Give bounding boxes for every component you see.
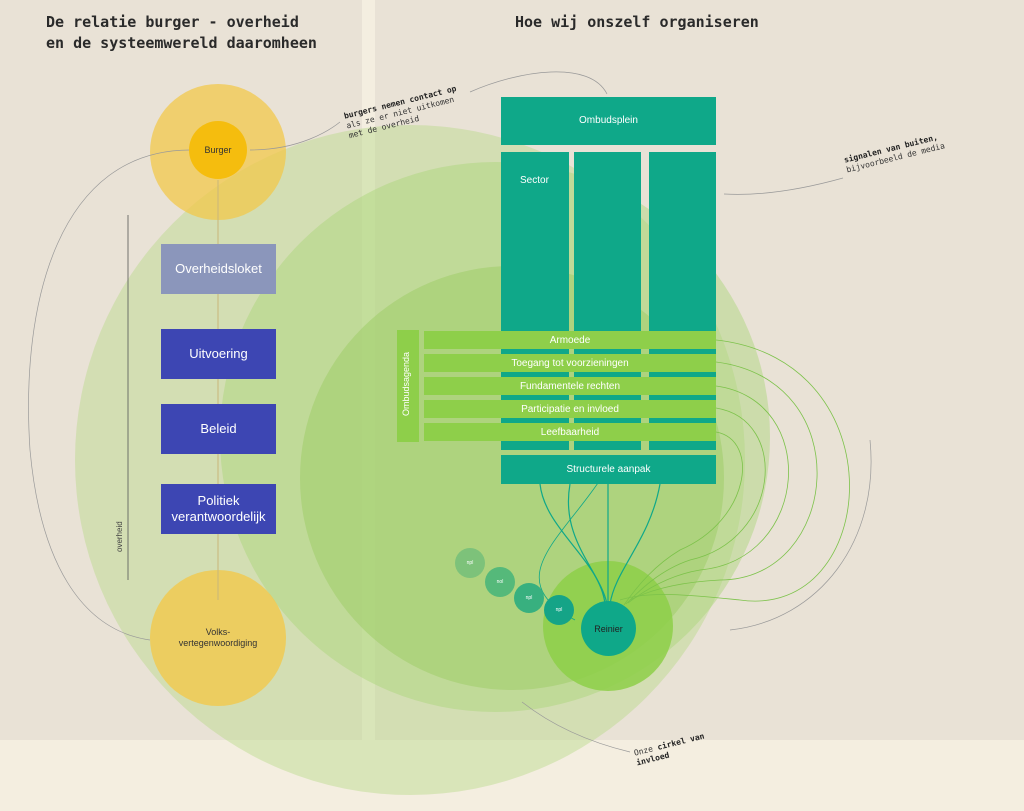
- burger-note-connector: [249, 121, 341, 151]
- small-circle-3-label: npl: [525, 595, 533, 601]
- small-circle-3: npl: [514, 583, 544, 613]
- small-circle-4-label: npl: [555, 607, 563, 613]
- overheidsloket-box: Overheidsloket: [161, 244, 276, 294]
- outer-signal-loop: [729, 439, 872, 631]
- struct-line-2: [567, 483, 608, 605]
- theme-loop-3: [627, 385, 789, 604]
- small-circle-4: npl: [544, 595, 574, 625]
- theme-leefbaarheid: Leefbaarheid: [424, 423, 716, 441]
- theme-loop-4: [625, 407, 766, 605]
- uitvoering-label: Uitvoering: [189, 346, 248, 361]
- overheid-label: overheid: [115, 521, 124, 552]
- struct-line-4: [609, 483, 661, 605]
- structurele-aanpak-label: Structurele aanpak: [566, 463, 651, 475]
- beleid-box: Beleid: [161, 404, 276, 454]
- burger-circle: Burger: [189, 121, 247, 179]
- volks-label-2: vertegenwoordiging: [178, 638, 258, 648]
- theme-armoede: Armoede: [424, 331, 716, 349]
- ombudsagenda-bar: Ombudsagenda: [397, 330, 419, 442]
- ombudsplein-connector: [469, 71, 608, 95]
- structurele-aanpak-box: Structurele aanpak: [501, 455, 716, 484]
- small-circle-2-label: nol: [496, 579, 504, 585]
- theme-loop-2: [629, 361, 818, 601]
- small-circle-2: nol: [485, 567, 515, 597]
- ombudsplein-box: Ombudsplein: [501, 97, 716, 145]
- reinier-label: Reinier: [594, 623, 623, 634]
- politiek-label-1: Politiek: [197, 493, 240, 508]
- burger-label: Burger: [204, 145, 232, 155]
- sector-label: Sector: [520, 175, 549, 186]
- theme-fundamentele-rechten: Fundamentele rechten: [424, 377, 716, 395]
- signalen-connector: [723, 177, 844, 195]
- theme-loop-5: [623, 431, 743, 606]
- ombudsagenda-label: Ombudsagenda: [401, 351, 411, 416]
- reinier-circle: Reinier: [581, 601, 636, 656]
- left-heading-line-1: De relatie burger - overheid: [46, 13, 299, 31]
- beleid-label: Beleid: [200, 421, 237, 436]
- volks-outer-circle: [150, 570, 286, 706]
- right-heading: Hoe wij onszelf organiseren: [515, 13, 759, 31]
- politiek-label-2: verantwoordelijk: [171, 509, 266, 524]
- volks-label: Volks- vertegenwoordiging: [168, 627, 268, 649]
- left-loop-connector: [28, 149, 191, 641]
- theme-toegang: Toegang tot voorzieningen: [424, 354, 716, 372]
- theme-participatie: Participatie en invloed: [424, 400, 716, 418]
- left-heading: De relatie burger - overheid en de syste…: [46, 12, 317, 54]
- left-heading-line-2: en de systeemwereld daaromheen: [46, 34, 317, 52]
- small-circle-1: npl: [455, 548, 485, 578]
- small-circle-1-label: npl: [466, 560, 474, 566]
- ombudsplein-label: Ombudsplein: [579, 115, 638, 126]
- overheidsloket-label: Overheidsloket: [175, 261, 262, 276]
- volks-label-1: Volks-: [205, 627, 231, 637]
- cirkel-connector: [521, 701, 631, 753]
- theme-loop-1: [619, 339, 850, 602]
- uitvoering-box: Uitvoering: [161, 329, 276, 379]
